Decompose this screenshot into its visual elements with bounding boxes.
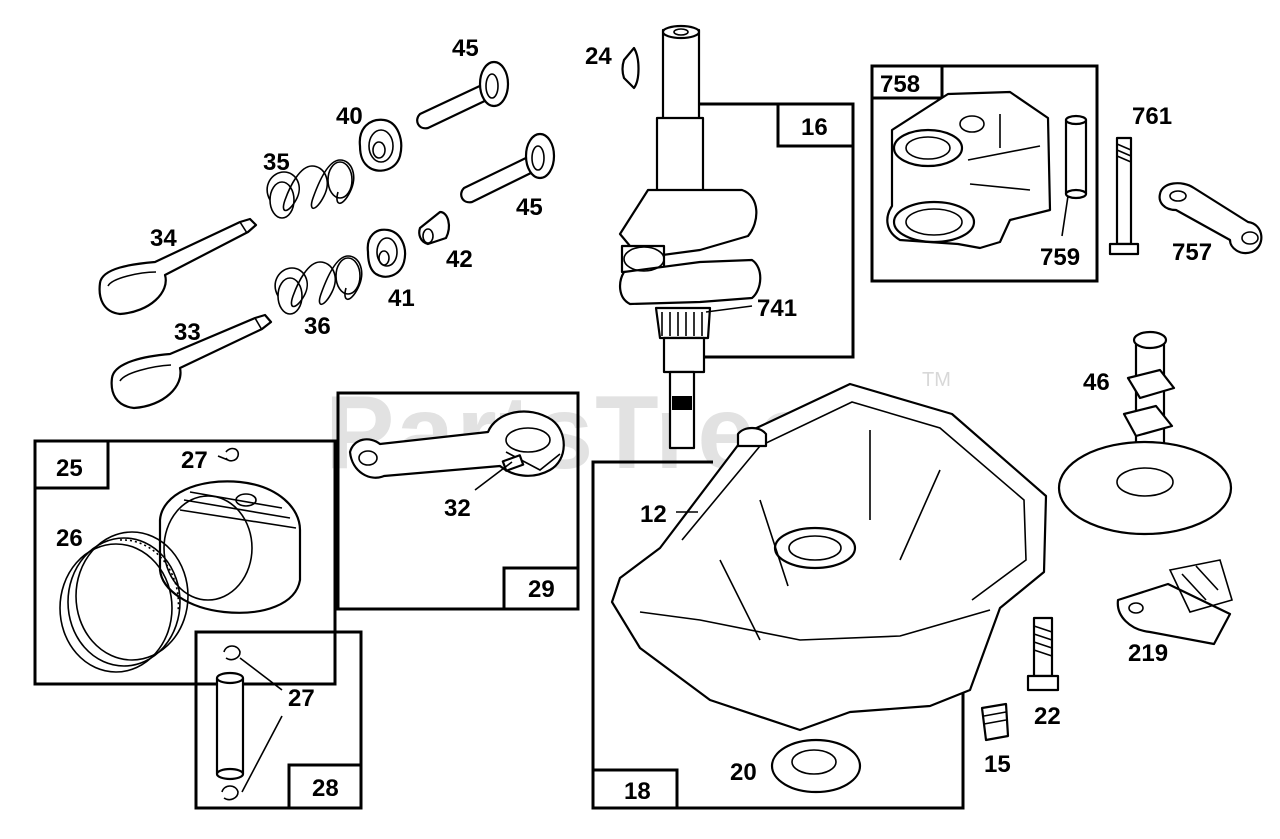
piston-group-tag [33, 439, 110, 490]
label-15: 15 [984, 751, 1011, 778]
label-35: 35 [263, 149, 290, 176]
governor-assembly-219 [1116, 559, 1233, 646]
piston-pin-28 [215, 645, 245, 801]
crankshaft-16 [618, 24, 762, 450]
label-45-lower: 45 [516, 194, 543, 221]
oil-seal-20 [770, 738, 862, 794]
label-20: 20 [730, 759, 757, 786]
label-26: 26 [56, 525, 83, 552]
label-758: 758 [880, 71, 920, 98]
tappet-45-upper [416, 60, 510, 130]
label-12: 12 [640, 501, 667, 528]
camshaft-gear-46 [1057, 330, 1233, 536]
intake-valve-34 [98, 217, 258, 316]
label-40: 40 [336, 103, 363, 130]
label-761: 761 [1132, 103, 1172, 130]
piston-pin-group-tag [287, 763, 363, 810]
drain-plug-15 [980, 702, 1010, 742]
key-24 [621, 46, 640, 90]
leader-741 [705, 305, 753, 313]
engine-sump-18 [610, 382, 1048, 732]
crankcase-cover-758 [886, 90, 1052, 250]
label-219: 219 [1128, 640, 1168, 667]
bolt-761 [1108, 136, 1140, 256]
valve-spring-36 [274, 255, 363, 315]
dowel-pin-759 [1064, 114, 1088, 200]
watermark-trademark: TM [922, 369, 951, 391]
crankcase-cover-group-box [870, 64, 1099, 283]
piston-group-box [33, 439, 337, 686]
sump-group-tag [591, 768, 679, 810]
screw-22 [1026, 616, 1060, 692]
label-18: 18 [624, 778, 651, 805]
spring-retainer-41 [366, 228, 407, 278]
label-36: 36 [304, 313, 331, 340]
piston-rings-26 [59, 531, 189, 673]
connecting-rod-29 [348, 410, 565, 479]
label-28: 28 [312, 775, 339, 802]
piston-pin-group-box [194, 630, 363, 810]
valve-spring-35 [266, 159, 355, 219]
label-41: 41 [388, 285, 415, 312]
label-46: 46 [1083, 369, 1110, 396]
label-45-upper: 45 [452, 35, 479, 62]
connecting-rod-group-tag [502, 566, 580, 611]
label-741: 741 [757, 295, 797, 322]
label-32: 32 [444, 495, 471, 522]
spring-retainer-40 [358, 118, 403, 172]
connecting-rod-group-box [336, 391, 580, 611]
label-33: 33 [174, 319, 201, 346]
label-34: 34 [150, 225, 177, 252]
label-759: 759 [1040, 244, 1080, 271]
label-16: 16 [801, 114, 828, 141]
label-24: 24 [585, 43, 612, 70]
governor-link-757 [1158, 182, 1263, 255]
leader-759 [1061, 195, 1069, 237]
label-757: 757 [1172, 239, 1212, 266]
label-27-lower: 27 [288, 685, 315, 712]
exhaust-valve-33 [110, 313, 273, 410]
valve-keeper-42 [418, 210, 450, 246]
crankcase-cover-group-tag [870, 64, 944, 100]
tappet-45-lower [460, 132, 556, 204]
crankshaft-group-tag [776, 102, 855, 148]
label-42: 42 [446, 246, 473, 273]
label-29: 29 [528, 576, 555, 603]
piston-25 [158, 480, 302, 614]
label-22: 22 [1034, 703, 1061, 730]
label-25: 25 [56, 455, 83, 482]
label-27-upper: 27 [181, 447, 208, 474]
